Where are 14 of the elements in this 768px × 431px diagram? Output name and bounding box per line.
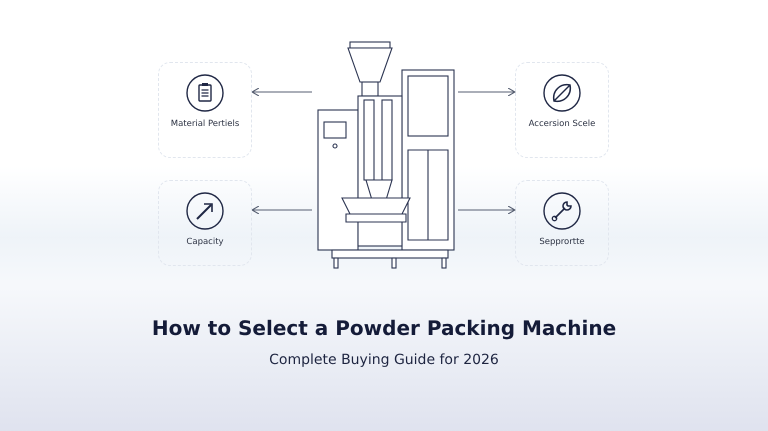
feature-card — [158, 180, 252, 266]
feature-label: Material Pertiels — [170, 119, 240, 129]
arrow — [458, 205, 516, 215]
feature-label: Accersion Scele — [528, 119, 596, 129]
feature-card — [515, 62, 609, 158]
subtitle: Complete Buying Guide for 2026 — [269, 352, 499, 368]
arrow — [458, 87, 516, 97]
arrow — [251, 87, 312, 97]
title: How to Select a Powder Packing Machine — [152, 316, 616, 340]
feature-label: Sepprortte — [538, 237, 586, 247]
arrow — [251, 205, 312, 215]
feature-label: Capacity — [185, 237, 225, 247]
feature-card — [158, 62, 252, 158]
feature-card — [515, 180, 609, 266]
